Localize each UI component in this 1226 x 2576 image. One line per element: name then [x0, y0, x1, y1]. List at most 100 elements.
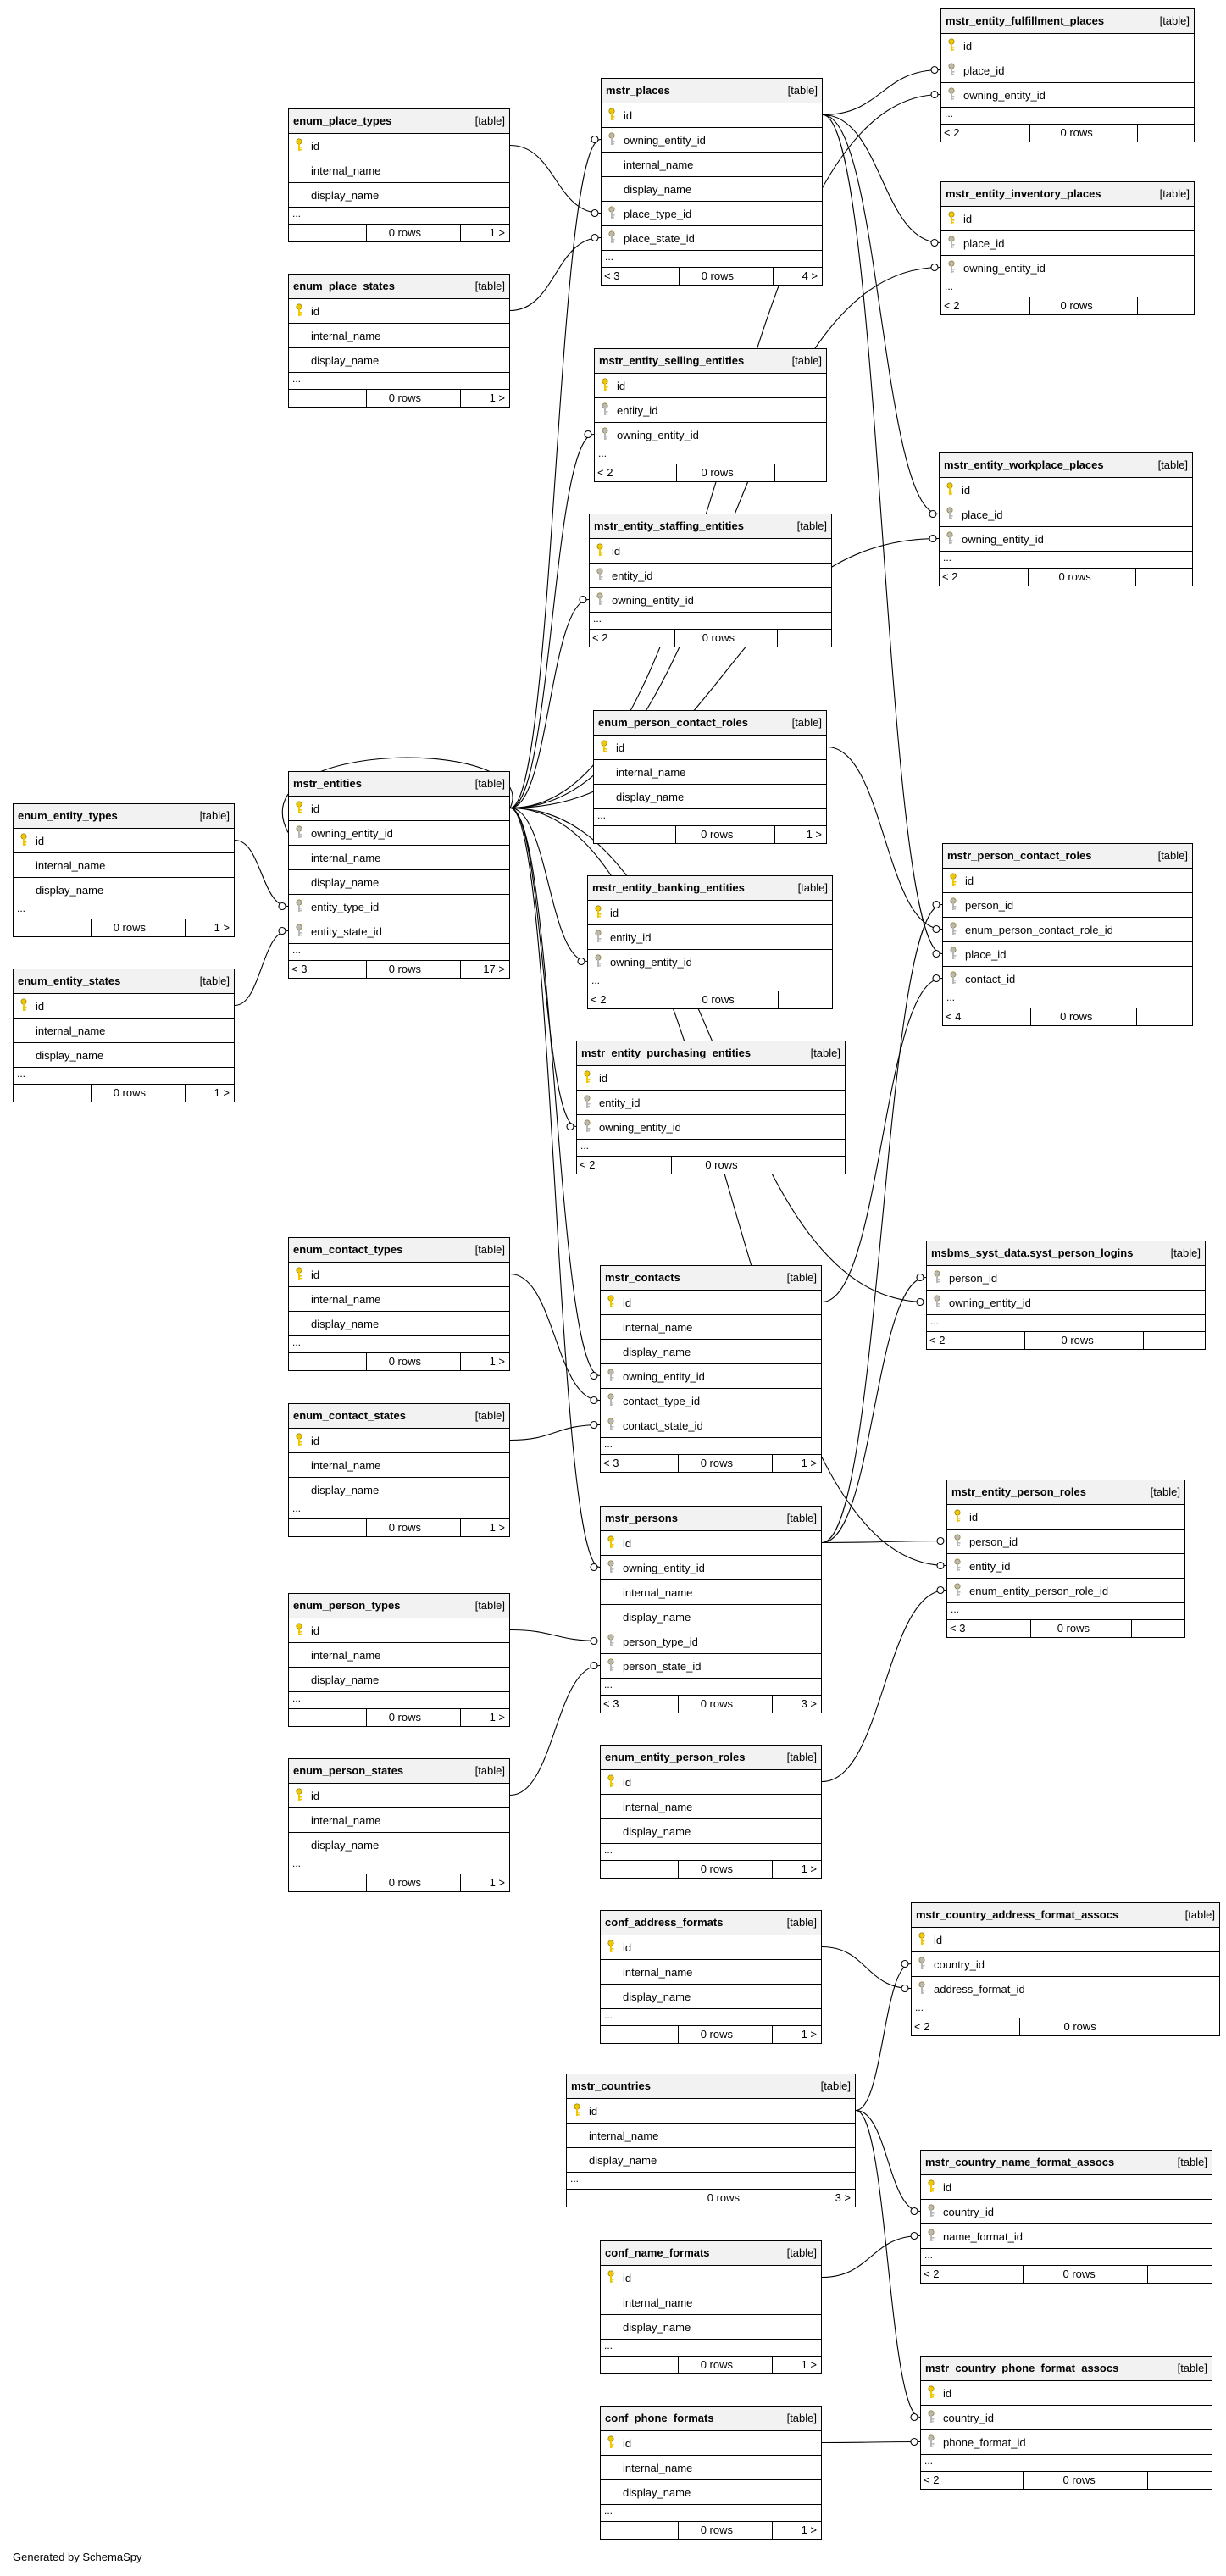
column-row: owning_entity_id — [289, 821, 509, 846]
column-row: owning_entity_id — [601, 1556, 821, 1580]
column-row: id — [594, 736, 826, 760]
column-name: id — [623, 2272, 632, 2285]
column-row: id — [588, 901, 832, 925]
column-row: owning_entity_id — [941, 83, 1194, 108]
column-row: internal_name — [567, 2124, 855, 2148]
table-type-label: [table] — [1159, 187, 1190, 200]
row-count: 0 rows — [388, 1355, 421, 1368]
table-type-label: [table] — [474, 1409, 505, 1422]
column-name: id — [311, 802, 320, 815]
column-name: internal_name — [623, 2296, 693, 2309]
column-name: internal_name — [311, 1293, 381, 1306]
table-type-label: [table] — [474, 114, 505, 127]
table-name: enum_entity_states — [18, 974, 121, 987]
column-row: id — [601, 1935, 821, 1960]
relation-link — [509, 598, 590, 809]
column-name: internal_name — [36, 1024, 106, 1037]
more-columns: ... — [941, 280, 1194, 297]
table-name: mstr_persons — [605, 1512, 678, 1524]
column-row: id — [601, 1531, 821, 1556]
column-row: contact_state_id — [601, 1413, 821, 1438]
column-name: internal_name — [311, 330, 381, 342]
table-syst-person-logins: msbms_syst_data.syst_person_logins[table… — [926, 1241, 1206, 1350]
column-row: id — [289, 1263, 509, 1287]
row-count: 0 rows — [702, 631, 735, 644]
column-row: id — [590, 539, 831, 564]
column-row: internal_name — [289, 158, 509, 183]
table-header: mstr_contacts[table] — [601, 1266, 821, 1291]
relation-link — [826, 746, 943, 930]
column-name: internal_name — [36, 859, 106, 872]
column-name: id — [963, 40, 973, 53]
crowfoot-marker — [936, 1561, 945, 1570]
table-type-label: [table] — [199, 974, 230, 987]
column-row: name_format_id — [921, 2224, 1212, 2249]
column-row: id — [14, 829, 234, 853]
row-count: 0 rows — [700, 2523, 733, 2536]
table-mstr-country-name-format-assocs: mstr_country_name_format_assocs[table]id… — [920, 2150, 1212, 2284]
relation-link — [509, 807, 588, 963]
relation-link — [855, 1963, 912, 2112]
column-name: id — [623, 1776, 632, 1789]
crowfoot-marker — [591, 233, 599, 242]
column-name: display_name — [311, 1674, 380, 1686]
column-row: entity_type_id — [289, 895, 509, 919]
column-name: place_id — [962, 508, 1003, 521]
column-name: person_type_id — [623, 1635, 698, 1648]
relation-link — [509, 1664, 601, 1796]
parent-count: < 3 — [950, 1622, 966, 1635]
column-name: id — [311, 1435, 320, 1447]
column-row: display_name — [14, 1043, 234, 1068]
column-name: id — [612, 545, 621, 558]
table-header: conf_name_formats[table] — [601, 2241, 821, 2266]
table-header: mstr_entity_staffing_entities[table] — [590, 514, 831, 539]
column-name: name_format_id — [943, 2230, 1023, 2243]
table-type-label: [table] — [797, 881, 828, 894]
column-row: person_id — [943, 893, 1192, 918]
column-row: enum_person_contact_role_id — [943, 918, 1192, 942]
row-count: 0 rows — [701, 269, 734, 282]
crowfoot-marker — [584, 430, 592, 439]
column-name: id — [617, 380, 626, 392]
relation-link — [509, 807, 947, 1567]
column-name: owning_entity_id — [624, 134, 706, 147]
table-type-label: [table] — [474, 1599, 505, 1612]
column-row: internal_name — [289, 1643, 509, 1668]
column-row: id — [567, 2099, 855, 2124]
column-row: display_name — [14, 878, 234, 902]
more-columns: ... — [595, 447, 826, 464]
column-row: owning_entity_id — [602, 128, 822, 153]
relation-link — [821, 1946, 912, 1990]
relation-link — [509, 138, 602, 809]
column-row: internal_name — [289, 1808, 509, 1833]
relation-link — [509, 144, 602, 214]
column-row: address_format_id — [912, 1977, 1219, 2001]
column-name: enum_entity_person_role_id — [969, 1585, 1109, 1597]
crowfoot-marker — [910, 2231, 918, 2240]
table-type-label: [table] — [1150, 1485, 1180, 1498]
more-columns: ... — [601, 1844, 821, 1861]
relation-link — [822, 114, 941, 244]
row-count: 0 rows — [388, 1521, 421, 1534]
table-type-label: [table] — [786, 2246, 817, 2259]
table-name: mstr_entities — [293, 777, 362, 790]
child-count: 1 > — [214, 1086, 230, 1099]
column-row: internal_name — [602, 153, 822, 177]
relation-link — [509, 433, 595, 809]
column-name: id — [624, 109, 633, 122]
table-type-label: [table] — [786, 1271, 817, 1284]
column-name: country_id — [943, 2412, 994, 2424]
column-row: id — [601, 2431, 821, 2456]
